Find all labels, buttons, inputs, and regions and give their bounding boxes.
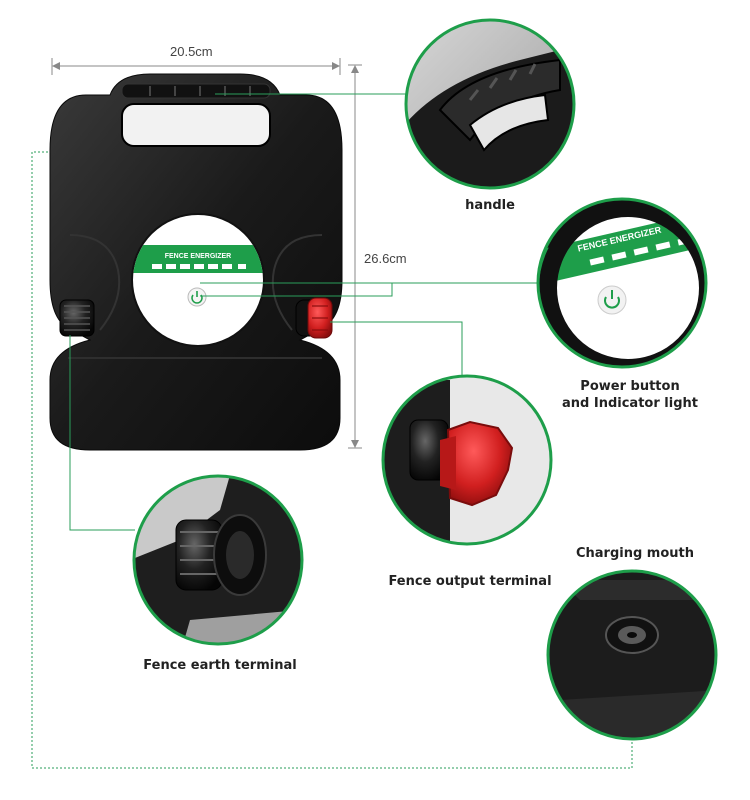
height-label: 26.6cm bbox=[364, 251, 407, 266]
power-button-callout: FENCE ENERGIZER bbox=[536, 197, 708, 369]
output-terminal-callout bbox=[381, 374, 553, 546]
dashed-guide-line bbox=[31, 151, 633, 769]
charging-mouth-label: Charging mouth bbox=[575, 546, 695, 561]
power-label-line2: and Indicator light bbox=[562, 396, 698, 411]
power-icon bbox=[191, 294, 203, 304]
earth-terminal-callout bbox=[132, 474, 304, 646]
panel-label: FENCE ENERGIZER bbox=[165, 253, 232, 260]
handle-label: handle bbox=[465, 198, 515, 213]
earth-terminal-label: Fence earth terminal bbox=[143, 658, 297, 673]
width-label: 20.5cm bbox=[170, 44, 213, 59]
charging-mouth-callout bbox=[546, 569, 718, 741]
power-label-line1: Power button bbox=[580, 379, 680, 394]
front-panel bbox=[131, 213, 265, 347]
handle-opening bbox=[121, 103, 271, 147]
output-terminal-label: Fence output terminal bbox=[388, 574, 552, 589]
fence-energizer-device: FENCE ENERGIZER bbox=[49, 73, 343, 451]
handle-callout bbox=[404, 18, 576, 190]
height-dimension bbox=[348, 64, 362, 449]
power-button-label: Power button and Indicator light bbox=[555, 378, 705, 412]
earth-terminal-knob bbox=[59, 299, 95, 337]
output-terminal-knob bbox=[295, 297, 333, 339]
width-dimension bbox=[51, 58, 341, 75]
callout-leader-lines bbox=[69, 93, 540, 531]
